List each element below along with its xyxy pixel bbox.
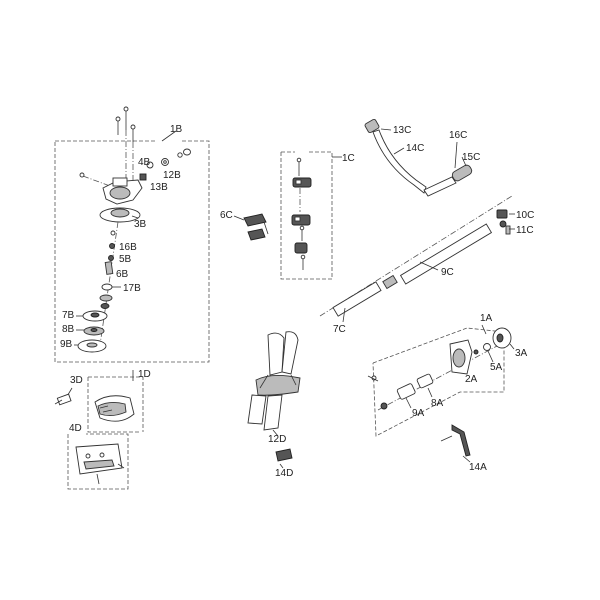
label-4b: 4B [138,157,151,168]
part-6c-clip [243,213,267,227]
part-4d-shield [75,443,123,475]
label-17b: 17B [123,283,141,294]
label-10c: 10C [516,210,534,221]
label-4d: 4D [69,423,82,434]
label-3a: 3A [515,348,528,359]
label-14d: 14D [275,468,293,479]
label-1c: 1C [342,153,355,164]
label-8a: 8A [431,398,444,409]
label-14a: 14A [469,462,487,473]
part-13b-nut [139,173,147,181]
label-6b: 6B [116,269,129,280]
label-7c: 7C [333,324,346,335]
part-14a-bracket [451,424,471,457]
harness-belt [255,375,301,396]
group-b-frame [54,140,210,363]
part-9c-main-tube [399,223,493,285]
part-9a-coupler [396,383,416,400]
part-3d-bracket [56,393,72,406]
label-8b: 8B [62,324,75,335]
part-13c-grip-end [364,118,380,134]
part-8a-bushing [416,373,434,389]
group-a-coupling: 1A 3A 5A 2A 8A 9A 14A [367,313,528,473]
label-13b: 13B [150,182,168,193]
part-15c-grip [451,164,473,182]
part-17b-washer [101,283,113,291]
label-12d: 12D [268,434,286,445]
group-c-frame [280,151,333,280]
clamp-bolt-block [294,242,308,254]
group-d-harness: 12D 14D [247,331,301,479]
group-4d-frame [67,433,129,490]
label-3b: 3B [134,219,147,230]
label-5b: 5B [119,254,132,265]
part-7c-drive-shaft-front [332,281,382,317]
group-c-clamp: 1C 6C [220,151,355,280]
group-d-frame [87,377,140,433]
small-ring [110,230,116,236]
group-c-shaft: 7C 9C 10C 11C [319,195,534,335]
part-5b-ring [108,255,114,261]
part-11c-knob [499,220,507,228]
part-14d-buckle [275,448,293,462]
group-d-guard: 1D 3D 4D [54,369,151,490]
leader-1b [161,130,177,142]
part-5a-washer [483,343,491,351]
group-a-frame [372,327,505,437]
label-6c: 6C [220,210,233,221]
label-14c: 14C [406,143,424,154]
harness-strap-left [267,332,285,376]
label-2a: 2A [465,374,478,385]
label-11c: 11C [516,225,534,236]
label-3d: 3D [70,375,83,386]
label-9b: 9B [60,339,73,350]
part-16b-bearing [109,243,115,249]
harness-strap-right [281,331,299,375]
label-16c: 16C [449,130,467,141]
group-b-gear-head: 1B 4B 12B 13B 3B 16B [54,106,210,363]
label-9c: 9C [441,267,454,278]
label-13c: 13C [393,125,411,136]
part-6b-shaft [104,261,114,275]
group-c-handle: 13C 14C 16C 15C [364,118,480,197]
label-1d: 1D [138,369,151,380]
label-1b: 1B [170,124,183,135]
label-1a: 1A [480,313,493,324]
label-5a: 5A [490,362,503,373]
part-4b-bolt [146,161,154,169]
label-16b: 16B [119,242,137,253]
label-15c: 15C [462,152,480,163]
part-14c-handle-bar [372,129,427,194]
label-9a: 9A [412,408,425,419]
part-10c-clamp [496,209,508,219]
label-12b: 12B [163,170,181,181]
label-7b: 7B [62,310,75,321]
